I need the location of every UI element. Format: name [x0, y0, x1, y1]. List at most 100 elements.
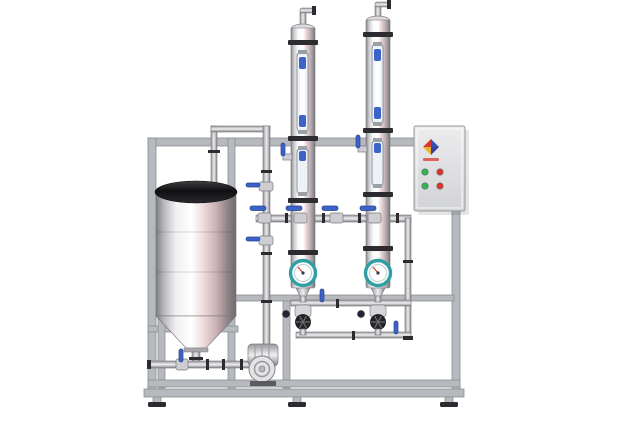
- column-top-elbow: [374, 1, 390, 8]
- clamp: [261, 300, 272, 303]
- riser-horizontal-pipe: [210, 125, 271, 133]
- side-fitting: [282, 153, 293, 161]
- clamp: [396, 213, 399, 223]
- cone-flange: [183, 347, 209, 353]
- bottom-suction-pipe: [149, 360, 255, 369]
- clamp: [285, 213, 288, 223]
- control-panel: [413, 125, 469, 215]
- tank-outlet-piping: [147, 348, 255, 371]
- riser-vertical-pipe: [210, 125, 218, 187]
- frame-left-post: [147, 137, 157, 391]
- level-float: [299, 57, 306, 69]
- tank-lid: [154, 180, 238, 204]
- column-top-elbow: [299, 7, 315, 14]
- handwheel-spoke: [373, 315, 383, 329]
- tri-clamp: [288, 40, 318, 45]
- valve-body: [329, 212, 344, 224]
- logo-segment: [423, 139, 431, 147]
- frame-support-post: [282, 295, 291, 389]
- status-light-green: [421, 168, 429, 176]
- tri-clamp: [363, 32, 393, 37]
- frame-bottom-rail-rear: [147, 379, 461, 388]
- level-float: [299, 151, 306, 161]
- sight-glass-tube: [300, 56, 305, 128]
- foot-pad: [440, 402, 458, 407]
- foot-pad: [288, 402, 306, 407]
- handwheel-spoke: [298, 315, 308, 329]
- sample-knob: [357, 310, 365, 318]
- frame-bottom-rail-front: [143, 388, 465, 398]
- valve-handle: [280, 142, 286, 157]
- clamp: [206, 359, 209, 370]
- pump-hub: [258, 365, 266, 373]
- level-float: [374, 49, 381, 61]
- tri-clamp: [288, 136, 318, 141]
- valve-body: [258, 181, 274, 192]
- clamp: [240, 359, 243, 370]
- leveling-foot: [148, 396, 166, 407]
- brand-mark: [423, 158, 439, 161]
- pipe-end-cap: [403, 336, 413, 340]
- valve-handle: [393, 320, 399, 335]
- tri-clamp: [363, 128, 393, 133]
- pipe-end-cap: [312, 6, 316, 15]
- tri-clamp: [288, 250, 318, 255]
- leveling-foot: [288, 396, 306, 407]
- pipe-end-cap: [387, 0, 391, 9]
- foot-pad: [148, 402, 166, 407]
- valve-handle: [355, 134, 361, 149]
- logo-segment: [431, 147, 439, 155]
- membrane-column-left: [280, 6, 318, 336]
- valve-body: [257, 212, 272, 224]
- clamp: [352, 331, 355, 340]
- drain-stub: [374, 328, 382, 336]
- tank-body: [155, 191, 237, 317]
- sight-glass-cap: [298, 146, 307, 150]
- level-float: [374, 107, 381, 119]
- sight-glass-cap: [298, 130, 307, 134]
- sight-glass-tube: [375, 48, 380, 120]
- tri-clamp: [363, 246, 393, 251]
- valve-handle: [285, 205, 303, 211]
- valve-body: [293, 212, 308, 224]
- sight-glass-cap: [373, 122, 382, 126]
- valve-handle: [319, 288, 325, 303]
- pipe-end-cap: [147, 360, 151, 369]
- sight-glass-cap: [373, 184, 382, 188]
- sight-glass-cap: [373, 138, 382, 142]
- clamp: [322, 213, 325, 223]
- status-light-red: [436, 182, 444, 190]
- status-light-green: [421, 182, 429, 190]
- feed-vertical-pipe: [245, 125, 274, 365]
- clamp: [189, 357, 203, 360]
- feed-tank: [154, 180, 238, 362]
- right-downpipe: [404, 217, 412, 337]
- leveling-foot: [440, 396, 458, 407]
- drain-stub: [299, 328, 307, 336]
- manifold-valves: [249, 205, 399, 335]
- valve-handle: [321, 205, 339, 211]
- tri-clamp: [363, 192, 393, 197]
- valve-handle: [178, 348, 184, 363]
- lower-pipe-upper: [290, 299, 412, 307]
- clamp: [208, 150, 220, 153]
- logo-segment: [431, 139, 439, 147]
- valve-body: [367, 212, 382, 224]
- pump: [247, 343, 279, 386]
- sample-knob: [282, 310, 290, 318]
- sight-glass-cap: [298, 50, 307, 54]
- panel-bevel: [416, 128, 463, 209]
- valve-body: [258, 235, 274, 246]
- valve-handle: [249, 205, 267, 211]
- clamp: [358, 213, 361, 223]
- tri-clamp: [288, 198, 318, 203]
- brand-logo-icon: [423, 139, 439, 155]
- clamp: [261, 170, 272, 173]
- status-light-red: [436, 168, 444, 176]
- clamp: [261, 252, 272, 255]
- level-float: [374, 143, 381, 153]
- clamp: [336, 299, 339, 308]
